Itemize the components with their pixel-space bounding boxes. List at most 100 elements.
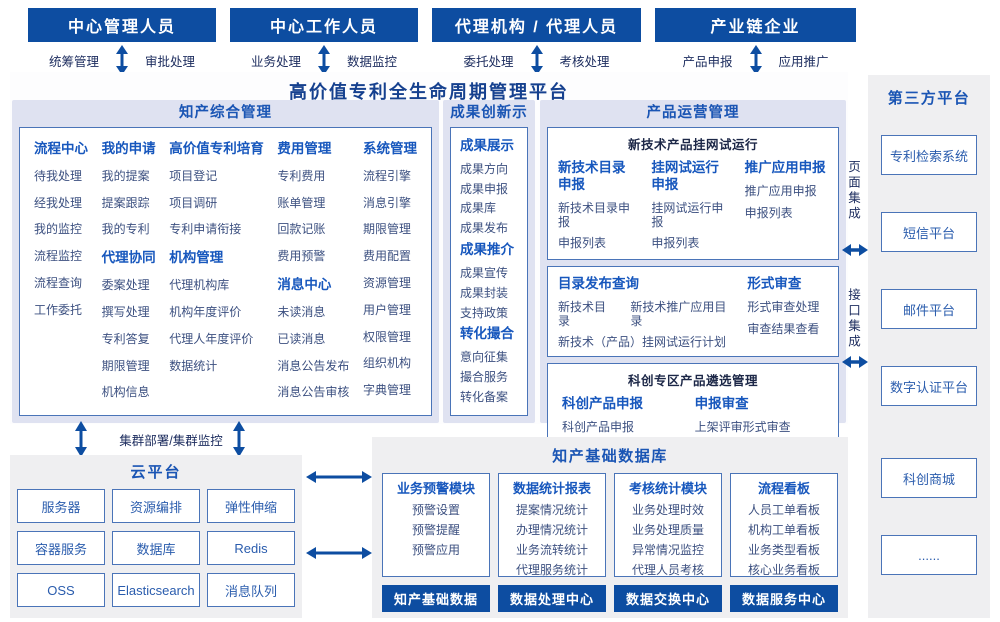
database-modules: 业务预警模块预警设置预警提醒预警应用知产基础数据数据统计报表提案情况统计办理情况… [372,473,848,612]
db-module-box: 流程看板人员工单看板机构工单看板业务类型看板核心业务看板 [730,473,838,577]
menu-item: 新技术（产品）挂网试运行计划 [558,334,727,349]
menu-item: 消息公告发布 [277,358,350,373]
menu-item: 流程引擎 [362,168,411,183]
menu-item: 挂网试运行申报 [651,200,724,229]
double-arrow-vertical-icon [74,421,88,457]
menu-group-header: 形式审查 [747,276,802,292]
menu-item: 资源管理 [362,276,411,291]
db-center-badge: 数据服务中心 [730,585,838,612]
menu-group: 高价值专利培育项目登记项目调研专利申请衔接 [169,141,264,237]
cloud-platform-title: 云平台 [130,464,182,481]
menu-item: 预警设置 [411,503,460,518]
actors-row: 中心管理人员统筹管理审批处理中心工作人员业务处理数据监控代理机构 / 代理人员委… [28,8,856,77]
actor-action-label: 产品申报 [682,55,733,69]
menu-group-header: 挂网试运行申报 [651,160,719,192]
menu-item: 期限管理 [101,358,150,373]
cloud-service-box: Redis [207,531,295,565]
ip-base-database-panel: 知产基础数据库 业务预警模块预警设置预警提醒预警应用知产基础数据数据统计报表提案… [372,437,848,618]
menu-item: 申报列表 [558,236,607,251]
product-card-title: 新技术产品挂网试运行 [627,138,758,152]
double-arrow-horizontal-icon [306,470,372,484]
cluster-deploy-monitor-label: 集群部署/集群监控 [119,434,223,448]
menu-item: 代理人年度评价 [169,331,254,346]
third-party-box: 专利检索系统 [881,135,977,175]
product-card-title: 科创专区产品遴选管理 [627,374,758,389]
menu-column: 流程中心待我处理经我处理我的监控流程监控流程查询工作委托 [34,137,88,415]
menu-item: 未读消息 [277,304,326,319]
menu-item: 形式审查处理 [747,300,820,315]
menu-item: 撮合服务 [460,370,509,384]
actor: 中心管理人员统筹管理审批处理 [28,8,216,77]
actor-action-label: 考核处理 [559,55,610,69]
actor-action-label: 委托处理 [463,55,514,69]
double-arrow-vertical-icon [232,421,246,457]
cloud-service-box: OSS [17,573,105,607]
menu-group-header: 机构管理 [169,250,224,266]
menu-item: 机构工单看板 [747,523,820,538]
achievement-menu: 成果展示成果方向成果申报成果库成果发布成果推介成果宣传成果封装支持政策转化撮合意… [450,127,528,416]
db-module: 流程看板人员工单看板机构工单看板业务类型看板核心业务看板数据服务中心 [730,473,838,612]
menu-group-header: 数据统计报表 [512,481,591,496]
menu-item: 代理人员考核 [631,562,704,577]
menu-item: 成果方向 [460,161,509,176]
cloud-service-box: 弹性伸缩 [207,489,295,523]
menu-item: 撰写处理 [101,304,150,319]
actor-actions: 产品申报应用推广 [655,45,856,77]
menu-group: 流程中心待我处理经我处理我的监控流程监控流程查询工作委托 [34,141,88,318]
menu-item: 新技术目录申报 [558,200,631,229]
menu-item: 字典管理 [362,383,411,398]
menu-group-header: 推广应用申报 [744,160,826,175]
db-center-badge: 数据处理中心 [498,585,606,612]
menu-group-header: 我的申请 [101,141,156,156]
double-arrow-horizontal-icon [306,546,372,560]
cloud-service-box: 服务器 [17,489,105,523]
menu-group-header: 成果推介 [460,242,514,258]
menu-group-header: 高价值专利培育 [169,141,264,156]
section-title: 产品运营管理 [646,105,740,121]
actor-actions: 委托处理 考核处理 [432,45,641,77]
menu-item: 期限管理 [362,222,411,237]
page-integration-label: 页面集成 [846,160,860,222]
third-party-box: 数字认证平台 [881,366,977,406]
menu-item: 专利费用 [277,168,326,183]
actor: 代理机构 / 代理人员委托处理 考核处理 [432,8,641,77]
menu-item: 支持政策 [460,305,509,320]
platform-title: 高价值专利全生命周期管理平台 [289,82,569,102]
actor: 中心工作人员业务处理数据监控 [230,8,418,77]
menu-group: 我的申请我的提案提案跟踪我的专利 [102,141,156,237]
menu-item: 组织机构 [362,356,411,371]
actor-role-header: 代理机构 / 代理人员 [432,8,641,42]
menu-group: 机构管理代理机构库机构年度评价代理人年度评价数据统计 [169,250,264,373]
menu-item: 消息引擎 [362,195,411,210]
menu-item: 人员工单看板 [747,503,820,518]
menu-item: 业务处理质量 [631,523,704,538]
menu-group-header: 费用管理 [277,141,332,156]
menu-item: 权限管理 [362,329,411,344]
menu-group-header: 申报审查 [694,396,749,412]
menu-item: 委案处理 [101,278,150,293]
ip-management-menu: 流程中心待我处理经我处理我的监控流程监控流程查询工作委托我的申请我的提案提案跟踪… [19,127,432,416]
menu-item: 经我处理 [34,195,83,210]
menu-item: 项目登记 [169,168,218,183]
menu-item: 业务处理时效 [631,503,704,518]
third-party-box: 邮件平台 [881,289,977,329]
menu-item: 代理机构库 [169,278,230,293]
third-party-title: 第三方平台 [887,90,971,107]
menu-group: 新技术目录申报新技术目录申报申报列表 [558,159,641,259]
menu-item: 新技术目录 [558,300,607,328]
section-title: 知产综合管理 [179,105,272,121]
menu-item: 提案情况统计 [515,503,588,518]
third-party-box: 科创商城 [881,458,977,498]
menu-group-header: 考核统计模块 [628,481,707,496]
menu-item: 流程监控 [34,249,83,264]
menu-item: 代理服务统计 [515,562,588,577]
actor-action-label: 数据监控 [347,55,398,69]
menu-group-header: 业务预警模块 [396,481,475,496]
third-party-panel: 第三方平台 专利检索系统短信平台邮件平台数字认证平台科创商城...... [868,75,990,618]
actor: 产业链企业产品申报应用推广 [655,8,856,77]
menu-group: 推广应用申报推广应用申报申报列表 [745,159,828,259]
db-module: 业务预警模块预警设置预警提醒预警应用知产基础数据 [382,473,490,612]
menu-item: 账单管理 [277,195,326,210]
